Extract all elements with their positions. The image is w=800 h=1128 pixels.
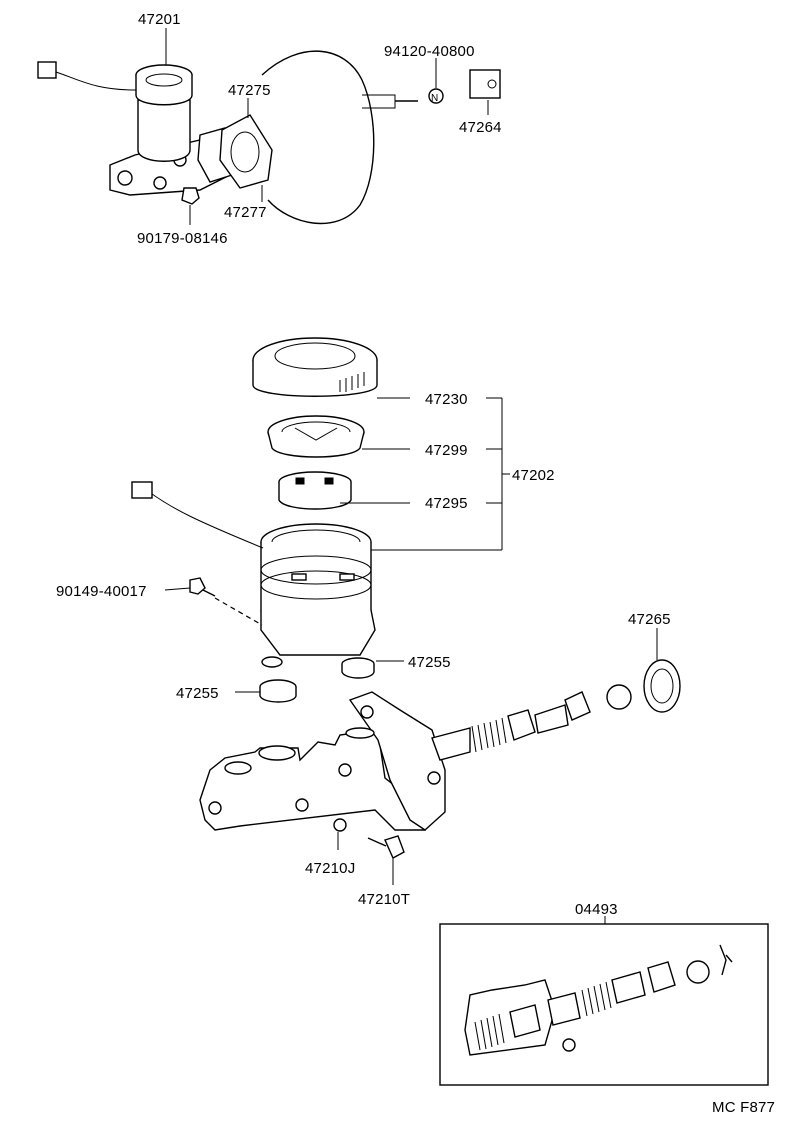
label-47202: 47202 xyxy=(512,467,555,484)
figure-code: MC F877 xyxy=(712,1099,775,1116)
label-94120-40800: 94120-40800 xyxy=(384,43,475,60)
bracket-47202 xyxy=(164,397,510,693)
label-47201: 47201 xyxy=(138,11,181,28)
label-47264: 47264 xyxy=(459,119,502,136)
grommets-47255 xyxy=(259,656,375,703)
label-47210J: 47210J xyxy=(305,860,355,877)
reservoir-cap-47230 xyxy=(252,337,378,397)
top-leaders xyxy=(165,28,489,225)
label-47277: 47277 xyxy=(224,204,267,221)
label-47265: 47265 xyxy=(628,611,671,628)
label-04493: 04493 xyxy=(575,901,618,918)
booster-assembly: N xyxy=(37,50,501,225)
lower-leaders xyxy=(337,628,658,924)
label-47255-right: 47255 xyxy=(408,654,451,671)
label-47255-left: 47255 xyxy=(176,685,219,702)
reservoir-body xyxy=(131,481,376,656)
label-47295: 47295 xyxy=(425,495,468,512)
label-90149-40017: 90149-40017 xyxy=(56,583,147,600)
label-47210T: 47210T xyxy=(358,891,410,908)
screw-90149 xyxy=(189,577,263,626)
strainer-47299 xyxy=(267,415,365,458)
svg-text:N: N xyxy=(431,93,438,104)
label-47275: 47275 xyxy=(228,82,271,99)
master-cylinder-body xyxy=(199,659,681,859)
float-47295 xyxy=(278,471,352,510)
label-90179-08146: 90179-08146 xyxy=(137,230,228,247)
kit-box-04493 xyxy=(439,923,769,1086)
label-47230: 47230 xyxy=(425,391,468,408)
label-47299: 47299 xyxy=(425,442,468,459)
